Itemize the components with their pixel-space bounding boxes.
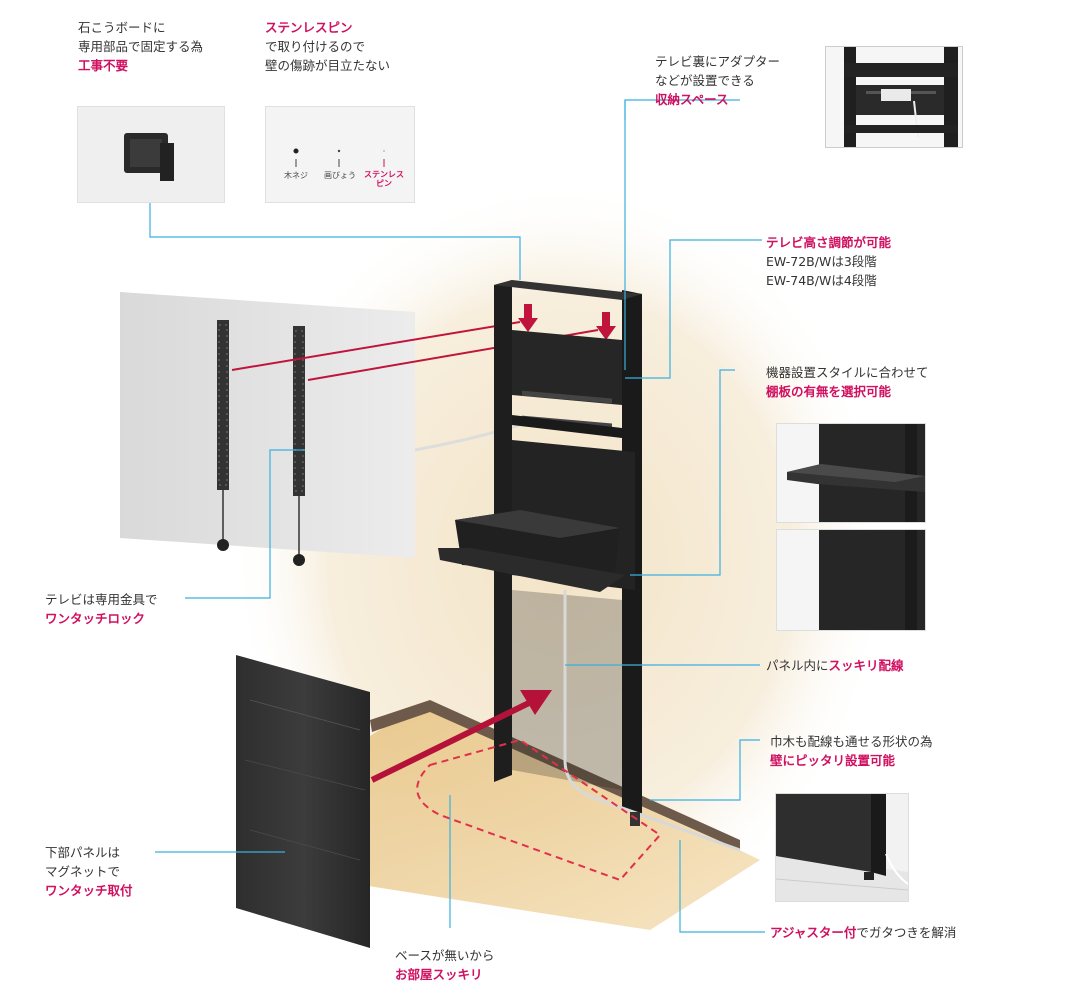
panel-arrow — [370, 697, 537, 783]
callout-baseboard-line1: 巾木も配線も通せる形状の為 — [770, 734, 933, 749]
callout-shelf-highlight: 棚板の有無を選択可能 — [766, 384, 892, 399]
callout-gypsum: 石こうボードに 専用部品で固定する為 工事不要 — [78, 18, 203, 75]
storage-space-thumbnail — [825, 46, 963, 148]
callout-height-line2: EW-74B/Wは4段階 — [766, 273, 877, 288]
callout-adjuster-highlight: アジャスター付 — [770, 925, 857, 940]
callout-baseboard-highlight: 壁にピッタリ設置可能 — [770, 753, 896, 768]
stand-frame — [438, 280, 741, 852]
callout-panel: 下部パネルは マグネットで ワンタッチ取付 — [45, 843, 133, 900]
callout-wiring-highlight: スッキリ配線 — [828, 658, 904, 673]
pin-comparison-thumbnail: 木ネジ 画びょう ステンレスピン — [265, 106, 415, 203]
callout-height: テレビ高さ調節が可能 EW-72B/Wは3段階 EW-74B/Wは4段階 — [766, 233, 891, 290]
callout-adjuster: アジャスター付でガタつきを解消 — [770, 923, 956, 942]
pin-label-staple: 画びょう — [324, 171, 356, 180]
callout-tvlock: テレビは専用金具で ワンタッチロック — [45, 590, 158, 628]
pin-label-wood-screw: 木ネジ — [284, 171, 308, 180]
callout-shelf-line1: 機器設置スタイルに合わせて — [766, 365, 929, 380]
callout-panel-highlight: ワンタッチ取付 — [45, 883, 133, 898]
callout-wiring: パネル内にスッキリ配線 — [766, 656, 904, 675]
baseboard-fit-thumbnail — [775, 793, 909, 902]
callout-storage-line2: などが設置できる — [655, 73, 755, 88]
callout-gypsum-line1: 石こうボードに — [78, 20, 166, 35]
callout-height-highlight: テレビ高さ調節が可能 — [766, 235, 892, 250]
wood-floor — [330, 700, 760, 930]
callout-height-line1: EW-72B/Wは3段階 — [766, 254, 877, 269]
callout-base: ベースが無いから お部屋スッキリ — [395, 946, 494, 984]
callout-stainless-highlight: ステンレスピン — [265, 20, 353, 35]
callout-gypsum-line2: 専用部品で固定する為 — [78, 39, 204, 54]
callout-panel-line1: 下部パネルは — [45, 845, 121, 860]
callout-tvlock-line1: テレビは専用金具で — [45, 592, 158, 607]
baseboard — [370, 700, 740, 850]
callout-shelf: 機器設置スタイルに合わせて 棚板の有無を選択可能 — [766, 363, 929, 401]
leader-lines — [149, 99, 765, 933]
base-outline — [416, 738, 662, 882]
callout-panel-line2: マグネットで — [45, 864, 121, 879]
callout-adjuster-suffix: でガタつきを解消 — [856, 925, 957, 940]
callout-base-line1: ベースが無いから — [395, 948, 495, 963]
callout-storage-line1: テレビ裏にアダプター — [655, 54, 781, 69]
without-shelf-thumbnail — [776, 529, 926, 631]
wall-panel — [120, 292, 415, 558]
callout-stainless-line2: 壁の傷跡が目立たない — [265, 58, 391, 73]
tv-bracket-left — [217, 320, 229, 490]
callout-tvlock-highlight: ワンタッチロック — [45, 611, 146, 626]
gypsum-part-thumbnail — [77, 106, 225, 203]
bracket-arrow-1 — [231, 321, 521, 371]
tv-bracket-right — [293, 326, 305, 496]
lower-panel — [236, 655, 370, 948]
callout-gypsum-highlight: 工事不要 — [78, 58, 129, 73]
callout-stainless-line1: で取り付けるので — [265, 39, 366, 54]
with-shelf-thumbnail — [776, 423, 926, 523]
callout-storage-highlight: 収納スペース — [655, 92, 729, 107]
pin-label-stainless: ステンレスピン — [364, 170, 404, 188]
shelf-board — [438, 548, 625, 592]
callout-baseboard: 巾木も配線も通せる形状の為 壁にピッタリ設置可能 — [770, 732, 933, 770]
callout-storage: テレビ裏にアダプター などが設置できる 収納スペース — [655, 52, 780, 109]
callout-stainless: ステンレスピン で取り付けるので 壁の傷跡が目立たない — [265, 18, 390, 75]
callout-base-highlight: お部屋スッキリ — [395, 967, 483, 982]
wall-fixture-icon — [124, 133, 174, 181]
callout-wiring-prefix: パネル内に — [766, 658, 829, 673]
